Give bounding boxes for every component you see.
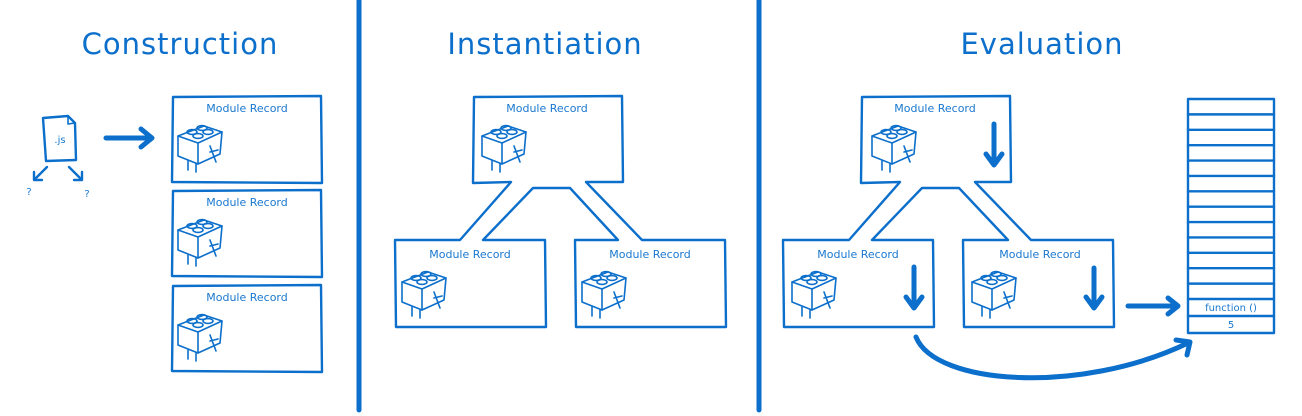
tree-connector [781,94,1116,329]
lego-brick-icon [481,124,527,173]
module-record-c1: Module Record [170,94,324,185]
module-record-label: Module Record [817,248,899,261]
tree-connector [393,94,728,329]
module-record-label: Module Record [206,102,288,115]
file-label: .js [54,135,65,146]
arrow-down-icon [903,264,925,311]
module-record-label: Module Record [429,248,511,261]
phase-title-evaluation: Evaluation [960,27,1123,61]
lego-brick-icon [401,270,447,319]
module-record-label: Module Record [206,291,288,304]
file-icon [41,114,78,163]
memory-stack: function () 5 [1186,97,1276,335]
module-record-c3: Module Record [170,283,324,374]
phase-title-construction: Construction [82,27,279,61]
arrow-down-right-icon [67,165,84,182]
module-tree-evaluation: Module Record Module Record Module Recor… [781,94,1116,329]
module-record-c2: Module Record [170,188,324,279]
phase-title-instantiation: Instantiation [447,27,642,61]
memory-cell-function: function () [1205,303,1257,314]
unknown-mark-right: ? [84,189,89,200]
lego-brick-icon [871,124,917,173]
lego-brick-icon [971,270,1017,319]
module-record-label: Module Record [894,102,976,115]
lego-brick-icon [581,270,627,319]
arrow-right-icon [103,126,155,150]
module-record-label: Module Record [206,196,288,209]
memory-cell-value: 5 [1228,320,1234,331]
memory-stack-outline [1186,97,1276,335]
curved-arrow-to-memory-icon [913,334,1193,381]
lego-brick-icon [791,270,837,319]
unknown-mark-left: ? [26,187,31,198]
module-tree-instantiation: Module Record Module Record Module Recor… [393,94,728,329]
arrow-right-to-memory-icon [1125,295,1181,317]
module-record-label: Module Record [506,102,588,115]
arrow-down-icon [1083,265,1105,311]
js-file: .js ? ? [26,114,90,200]
arrow-down-icon [983,121,1005,168]
arrow-down-left-icon [32,165,49,182]
module-record-label: Module Record [609,248,691,261]
module-record-label: Module Record [999,248,1081,261]
